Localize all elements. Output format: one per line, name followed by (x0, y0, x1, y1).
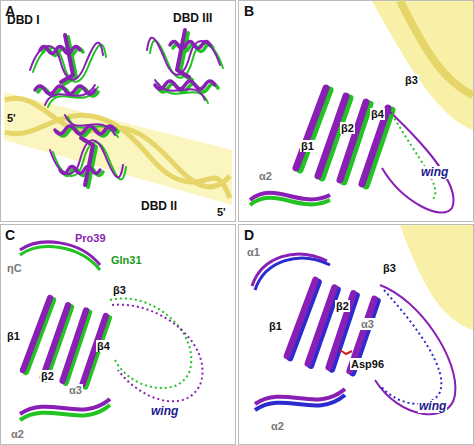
panel-letter: B (243, 4, 255, 19)
helix-label: ηC (6, 262, 23, 274)
helix-label: α1 (246, 246, 261, 258)
residue-label: Pro39 (74, 232, 107, 244)
strand-label: β2 (40, 370, 55, 382)
domain-label: DBD I (6, 14, 41, 27)
residue-label: Gln31 (110, 254, 143, 266)
strand-label: β3 (112, 284, 127, 296)
strand-label: β2 (340, 122, 355, 134)
residue-label: Asp96 (350, 358, 385, 370)
panel-letter: D (243, 228, 255, 243)
panel-letter: C (4, 228, 16, 243)
helix-label: α3 (68, 384, 83, 396)
helix-label: α2 (10, 428, 25, 440)
strand-label: β4 (96, 340, 111, 352)
helix-label: α2 (270, 420, 285, 432)
strand-label: β4 (370, 108, 385, 120)
strand-label: β1 (6, 330, 21, 342)
dna-end-label: 5' (216, 206, 227, 218)
domain-label: DBD II (140, 200, 178, 213)
dna-end-label: 5' (6, 112, 17, 124)
wing-label: wing (420, 166, 449, 179)
wing-label: wing (150, 405, 179, 418)
strand-label: β3 (404, 74, 419, 86)
domain-label: DBD III (172, 12, 213, 25)
strand-label: β2 (335, 300, 350, 312)
helix-label: α3 (360, 318, 375, 330)
strand-label: β1 (268, 320, 283, 332)
strand-label: β3 (382, 262, 397, 274)
helix-label: α2 (258, 170, 273, 182)
strand-label: β1 (300, 140, 315, 152)
wing-label: wing (418, 400, 447, 413)
